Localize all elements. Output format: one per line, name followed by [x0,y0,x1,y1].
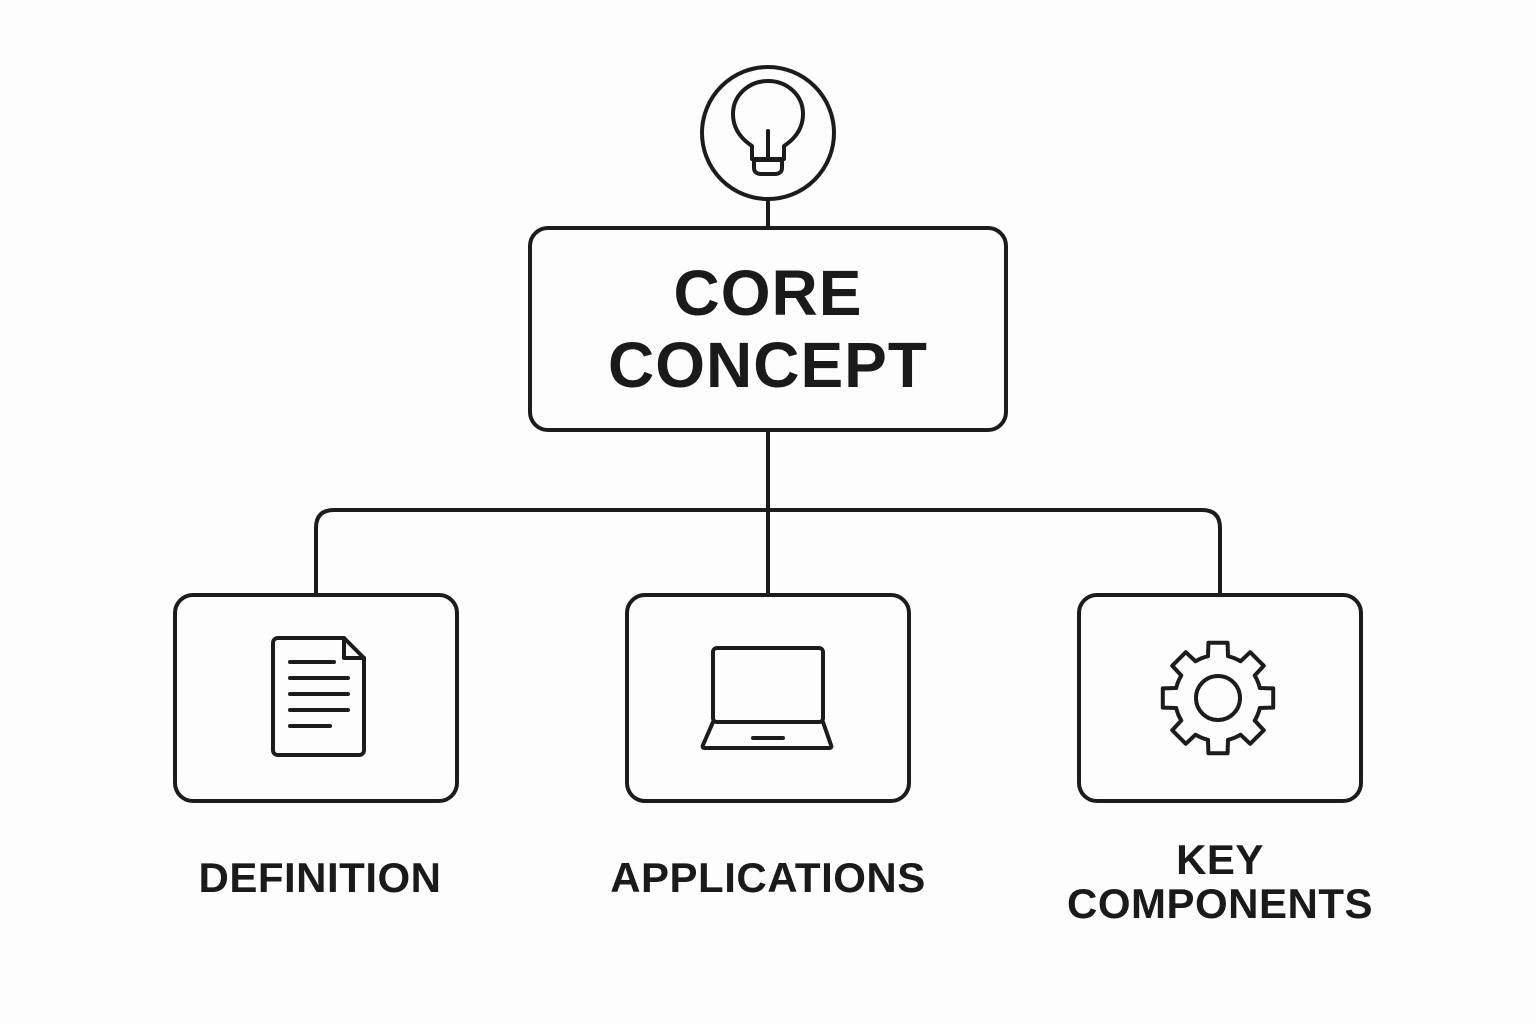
tree-connectors [314,428,1222,597]
key-components-box [1077,593,1363,803]
lightbulb-node [700,65,836,201]
key-components-label: KEY COMPONENTS [1040,838,1400,926]
core-concept-title: CORE CONCEPT [530,228,1006,430]
definition-label-text: DEFINITION [198,854,442,901]
branch-connector [314,508,1222,597]
key-components-node [1077,593,1363,803]
applications-box [625,593,911,803]
applications-label-text: APPLICATIONS [610,854,926,901]
core-title-line-1: CORE [673,257,863,329]
definition-box [173,593,459,803]
lightbulb-icon [731,79,805,176]
definition-label: DEFINITION [160,856,480,900]
applications-label: APPLICATIONS [588,856,948,900]
gear-icon [1160,640,1276,756]
key-components-label-line-1: KEY [1176,836,1264,883]
document-icon [271,636,366,757]
definition-node [173,593,459,803]
laptop-icon [700,646,834,750]
key-components-label-line-2: COMPONENTS [1066,880,1373,927]
applications-node [625,593,911,803]
core-title-line-2: CONCEPT [608,329,928,401]
